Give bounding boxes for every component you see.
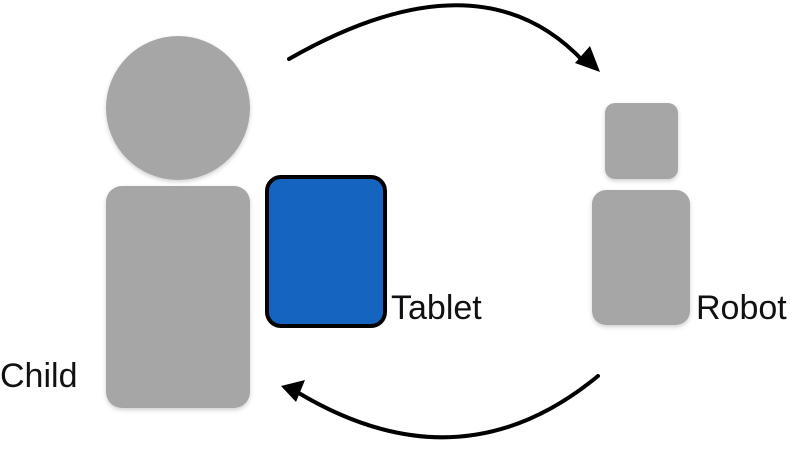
- child-head: [106, 36, 250, 180]
- robot-label: Robot: [696, 289, 787, 327]
- child-body: [106, 186, 250, 408]
- robot-figure: [592, 103, 690, 325]
- arrow-robot-to-child: [281, 374, 600, 440]
- robot-body: [592, 190, 690, 325]
- arrow-head-left: [281, 380, 305, 402]
- tablet-label: Tablet: [391, 289, 482, 327]
- arrow-child-to-robot: [287, 3, 600, 72]
- arrow-head-right: [575, 46, 600, 72]
- child-figure: [106, 36, 250, 408]
- child-label: Child: [0, 357, 78, 395]
- tablet-shape: [265, 175, 387, 328]
- robot-head: [605, 103, 678, 179]
